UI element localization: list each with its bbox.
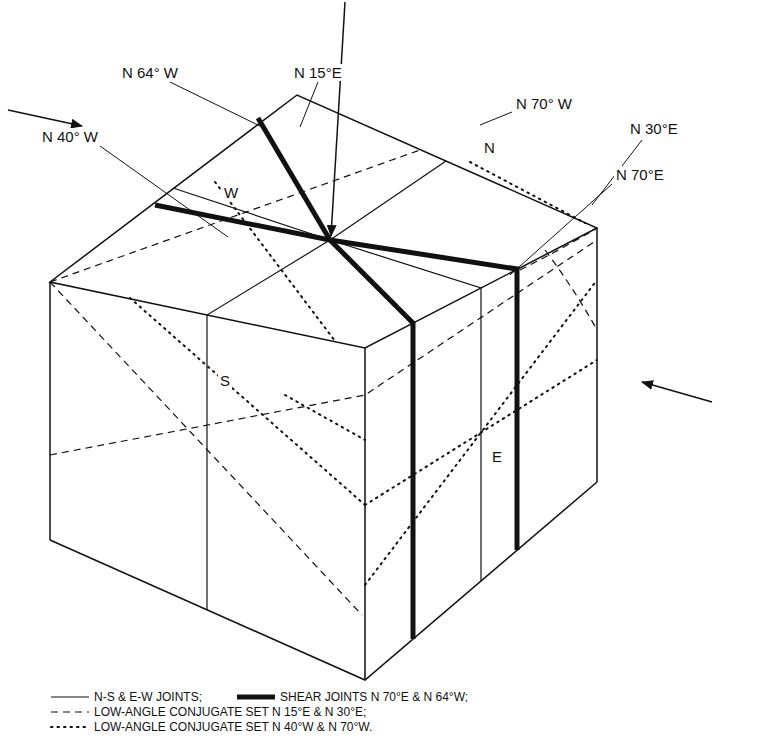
legend-text: LOW-ANGLE CONJUGATE SET N 15°E & N 30°E;: [94, 705, 366, 719]
legend-sample: [50, 690, 90, 704]
strike-label: N 64° W: [120, 64, 180, 81]
strike-label: N 40° W: [40, 128, 100, 145]
direction-letter: N: [482, 139, 497, 156]
direction-letter: E: [490, 448, 504, 465]
cube-outline: [50, 95, 597, 680]
strike-label: N 70°E: [614, 166, 666, 183]
strike-label: N 30°E: [628, 120, 680, 137]
legend-text: N-S & E-W JOINTS;: [94, 690, 202, 704]
ns-ew-joints: [173, 161, 481, 610]
direction-letter: S: [218, 372, 232, 389]
legend-text: LOW-ANGLE CONJUGATE SET N 40°W & N 70°W.: [94, 720, 372, 734]
dashed-joints: [50, 150, 597, 615]
strike-label: N 15°E: [292, 64, 344, 81]
direction-letter: W: [222, 184, 240, 201]
legend-text: SHEAR JOINTS N 70°E & N 64°W;: [280, 690, 468, 704]
legend-sample: [50, 705, 90, 719]
stress-arrows: [8, 2, 712, 402]
leader-lines: [100, 82, 642, 275]
legend-sample: [236, 690, 276, 704]
strike-label: N 70° W: [514, 95, 574, 112]
shear-joints: [155, 118, 517, 639]
dotted-joints: [130, 162, 597, 585]
legend-sample: [50, 720, 90, 734]
